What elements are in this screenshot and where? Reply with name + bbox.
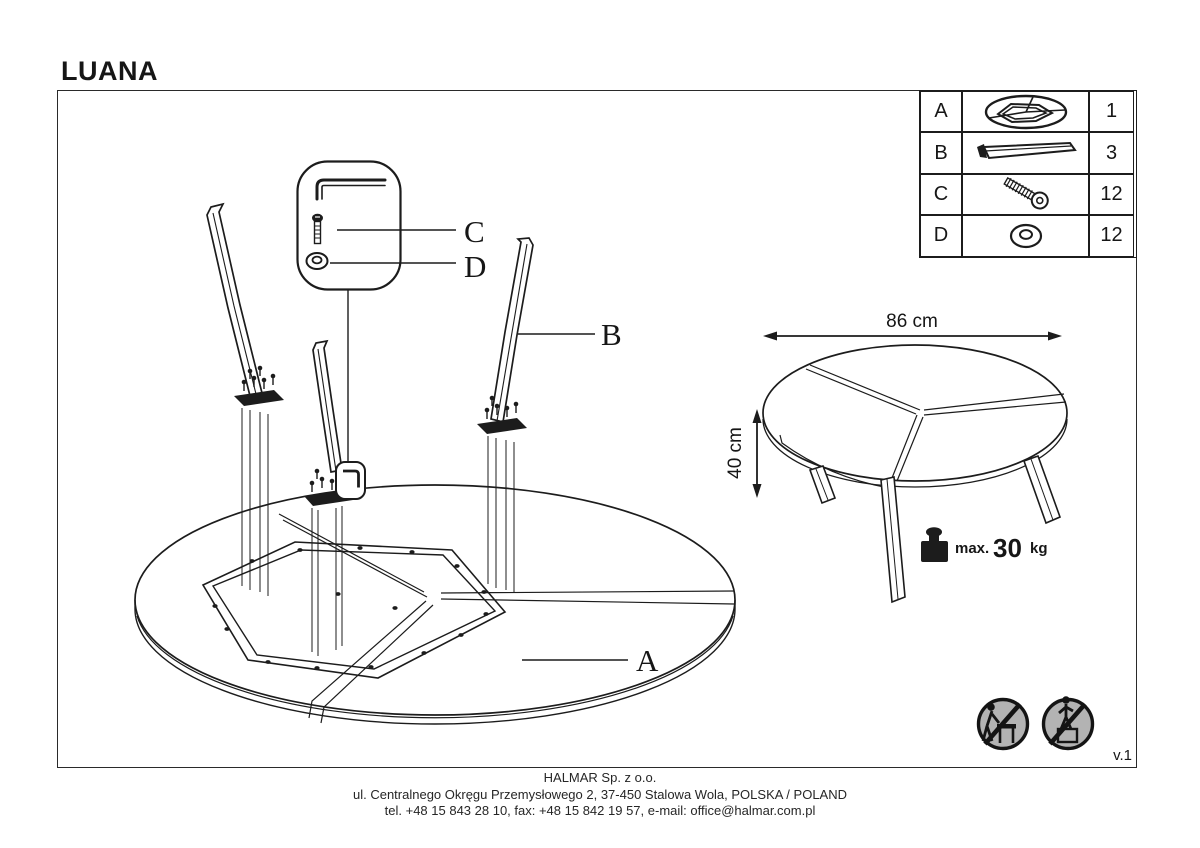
part-row-b-letter: B (920, 132, 962, 174)
weight-icon (921, 527, 948, 562)
part-row-d-qty: 12 (1089, 215, 1134, 257)
tabletop-part (134, 484, 736, 725)
part-c-icon (962, 173, 1089, 216)
no-leaning-icon (976, 697, 1030, 751)
footer-address: ul. Centralnego Okręgu Przemysłowego 2, … (352, 786, 847, 802)
washer-d-icon (305, 252, 329, 270)
no-standing-icon (1041, 696, 1095, 751)
bracket-callout (335, 461, 366, 500)
label-c: C (464, 214, 485, 249)
height-dim-text: 40 cm (725, 427, 746, 479)
label-a: A (636, 643, 659, 678)
tabletop-icon (984, 94, 1067, 129)
footer-company: HALMAR Sp. z o.o. (543, 770, 657, 785)
part-row-b-qty: 3 (1089, 132, 1134, 174)
part-a-icon (962, 91, 1089, 133)
parts-table: A 1 B 3 C (919, 90, 1137, 258)
assembled-view: 86 cm 40 cm max. 30 kg (725, 311, 1068, 604)
weight-unit: kg (1030, 540, 1048, 557)
part-d-icon (962, 215, 1089, 257)
footer-contact: tel. +48 15 843 28 10, fax: +48 15 842 1… (384, 803, 816, 818)
height-dimension: 40 cm (725, 409, 762, 498)
part-row-c-letter: C (920, 173, 962, 216)
frame-holes (212, 546, 489, 670)
weight-value: 30 (993, 533, 1022, 563)
leg-screws (243, 369, 274, 391)
width-dim-text: 86 cm (886, 311, 938, 332)
exploded-view: A B C D (134, 160, 736, 725)
leg-icon (976, 142, 1077, 160)
label-d: D (464, 249, 486, 284)
part-row-c-qty: 12 (1089, 173, 1134, 216)
version-text: v.1 (1113, 747, 1132, 764)
allen-key-icon (315, 178, 387, 201)
washer-icon (1009, 223, 1042, 248)
hardware-callout (296, 160, 456, 291)
screw-icon (1002, 177, 1049, 210)
page-title: LUANA (61, 56, 158, 86)
part-row-a-letter: A (920, 91, 962, 133)
width-dimension: 86 cm (763, 311, 1062, 341)
part-row-d-letter: D (920, 215, 962, 257)
weight-limit: max. 30 kg (921, 527, 1048, 563)
label-b: B (601, 317, 622, 352)
leg-left (206, 202, 284, 596)
weight-max-label: max. (955, 540, 989, 557)
part-row-a-qty: 1 (1089, 91, 1134, 133)
part-b-icon (962, 132, 1089, 174)
drawing-border (57, 90, 1137, 768)
assembled-legs (808, 454, 1062, 604)
screw-c-icon (312, 213, 323, 245)
leg-right (477, 237, 534, 592)
footer: HALMAR Sp. z o.o. ul. Centralnego Okręgu… (0, 770, 1200, 820)
